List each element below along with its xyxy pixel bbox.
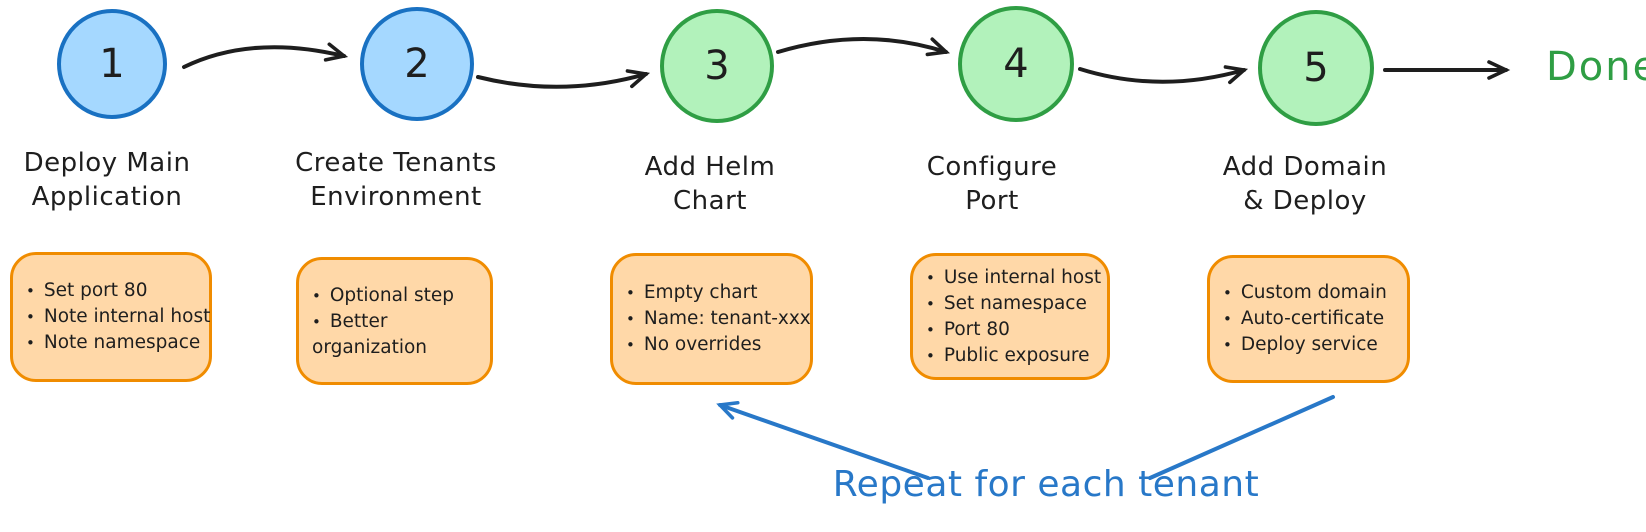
note-item: • Auto-certificate	[1223, 306, 1394, 332]
step-circle-2: 2	[360, 7, 474, 121]
bullet-icon: •	[1223, 336, 1232, 354]
note-item: • Deploy service	[1223, 332, 1394, 358]
step-title-3: Add Helm Chart	[644, 152, 776, 216]
bullet-icon: •	[1223, 284, 1232, 302]
note-text: Auto-certificate	[1240, 308, 1385, 329]
bullet-icon: •	[312, 286, 321, 305]
repeat-arrow-to-step5	[1148, 395, 1335, 480]
arrow-step3-to-step4	[776, 37, 951, 57]
step-circle-3: 3	[660, 9, 774, 123]
bullet-icon: •	[26, 282, 35, 300]
step-number-3: 3	[704, 43, 730, 89]
note-box-2: • Optional step • Better organization	[296, 257, 493, 385]
note-item: • Better	[312, 309, 477, 335]
note-box-4: • Use internal host • Set namespace • Port 80…	[910, 253, 1110, 380]
arrow-step4-to-step5	[1078, 65, 1249, 85]
bullet-icon: •	[312, 312, 321, 331]
arrow-step1-to-step2	[182, 42, 349, 69]
note-box-3: • Empty chart • Name: tenant-xxx • No overrid…	[610, 253, 813, 385]
bullet-icon: •	[926, 346, 935, 365]
note-item: • Note namespace	[26, 330, 200, 356]
note-item: • Note internal host	[26, 304, 210, 330]
note-text: Port 80	[943, 318, 1010, 340]
step-circle-1: 1	[57, 9, 167, 119]
bullet-icon: •	[926, 268, 935, 287]
note-item: • Set namespace	[926, 291, 1094, 317]
step-circle-4: 4	[958, 6, 1074, 122]
repeat-arrow-to-step3	[716, 400, 930, 480]
bullet-icon: •	[626, 310, 635, 328]
note-text: Custom domain	[1240, 282, 1387, 303]
bullet-icon: •	[626, 284, 635, 302]
note-text: Note namespace	[43, 332, 201, 353]
step-number-4: 4	[1003, 41, 1029, 87]
note-item: • Empty chart	[626, 280, 797, 306]
bullet-icon: •	[626, 336, 635, 354]
step-number-2: 2	[404, 41, 430, 87]
note-text: Public exposure	[943, 344, 1090, 366]
note-item: • No overrides	[626, 332, 797, 358]
note-text: organization	[312, 336, 428, 358]
note-text: Note internal host	[43, 306, 211, 327]
note-text: Empty chart	[643, 282, 758, 303]
note-item: • Custom domain	[1223, 280, 1394, 306]
step-number-5: 5	[1303, 45, 1329, 91]
note-text: Set namespace	[943, 292, 1087, 314]
note-text: Use internal host	[943, 266, 1102, 288]
bullet-icon: •	[926, 294, 935, 313]
step-number-1: 1	[99, 41, 125, 87]
note-text: Set port 80	[43, 280, 148, 301]
note-text: Better	[329, 310, 388, 332]
bullet-icon: •	[26, 334, 35, 352]
note-text: Name: tenant-xxx	[643, 308, 811, 329]
note-item: • Set port 80	[26, 278, 196, 304]
note-text: No overrides	[643, 334, 762, 355]
done-label: Done	[1546, 44, 1646, 90]
note-item: • Optional step	[312, 283, 477, 309]
step-title-5: Add Domain & Deploy	[1222, 152, 1388, 216]
bullet-icon: •	[26, 308, 35, 326]
note-item: • Public exposure	[926, 343, 1094, 369]
repeat-annotation: Repeat for each tenant	[832, 464, 1260, 505]
step-title-4: Configure Port	[926, 152, 1058, 216]
step-circle-5: 5	[1258, 10, 1374, 126]
note-item: • Name: tenant-xxx	[626, 306, 811, 332]
note-box-5: • Custom domain • Auto-certificate • Deploy s…	[1207, 255, 1410, 383]
arrow-step2-to-step3	[476, 69, 651, 89]
note-text: Deploy service	[1240, 334, 1378, 355]
note-item: organization	[312, 335, 477, 360]
note-box-1: • Set port 80 • Note internal host • Note nam…	[10, 252, 212, 382]
note-text: Optional step	[329, 284, 454, 306]
bullet-icon: •	[1223, 310, 1232, 328]
step-title-2: Create Tenants Environment	[295, 148, 497, 212]
note-item: • Port 80	[926, 317, 1094, 343]
step-title-1: Deploy Main Application	[23, 148, 191, 212]
bullet-icon: •	[926, 320, 935, 339]
note-item: • Use internal host	[926, 265, 1101, 291]
